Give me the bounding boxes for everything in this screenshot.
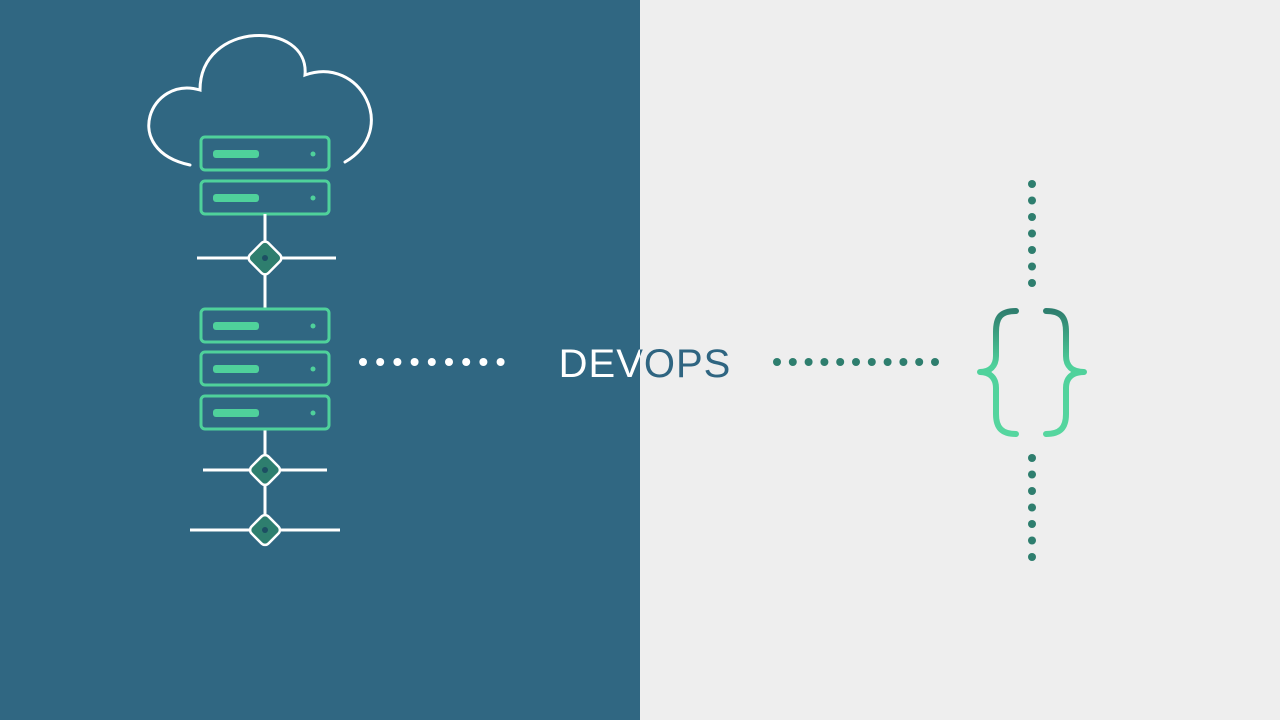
server-unit: [199, 394, 331, 431]
dot: [867, 358, 876, 366]
dot: [1028, 553, 1036, 561]
server-unit: [199, 135, 331, 172]
server-unit: [199, 307, 331, 344]
cloud-icon: [147, 34, 373, 167]
network-node: [247, 240, 283, 276]
dot: [820, 358, 829, 366]
dot: [410, 358, 419, 366]
dot: [804, 358, 813, 366]
dot: [883, 358, 892, 366]
dot: [1028, 196, 1036, 205]
server-unit: [199, 350, 331, 387]
dot: [1028, 520, 1036, 528]
dotted-line-left: [359, 358, 505, 366]
dot: [1028, 246, 1036, 254]
dot: [445, 358, 453, 366]
dot: [359, 358, 367, 366]
dot: [788, 358, 797, 366]
dot: [773, 358, 781, 366]
dot: [496, 358, 505, 366]
server-stack-icon: [199, 135, 331, 216]
dotted-line-right: [773, 358, 939, 366]
dot: [931, 358, 939, 366]
dot: [462, 358, 471, 366]
dot: [1028, 279, 1036, 287]
dot: [1028, 262, 1036, 271]
dot: [899, 358, 908, 366]
dot: [1028, 454, 1036, 462]
network-node: [248, 453, 282, 487]
dot: [1028, 536, 1036, 545]
dot: [393, 358, 402, 366]
dot: [1028, 503, 1036, 512]
network-node-icon: [247, 240, 283, 547]
dotted-line-vertical-top: [1028, 180, 1036, 287]
network-node: [248, 513, 282, 547]
dot: [1028, 470, 1036, 479]
server-stack-icon: [199, 307, 331, 431]
dot: [1028, 229, 1036, 238]
dot: [1028, 213, 1036, 221]
dot: [915, 358, 924, 366]
curly-braces-icon: [977, 308, 1087, 437]
dotted-line-vertical-bottom: [1028, 454, 1036, 561]
dot: [836, 358, 845, 366]
dot: [1028, 180, 1036, 188]
right-background-panel: [640, 0, 1280, 720]
dot: [427, 358, 436, 366]
dot: [852, 358, 860, 366]
server-unit: [199, 179, 331, 216]
dot: [479, 358, 488, 366]
dot: [376, 358, 385, 366]
dot: [1028, 487, 1036, 495]
